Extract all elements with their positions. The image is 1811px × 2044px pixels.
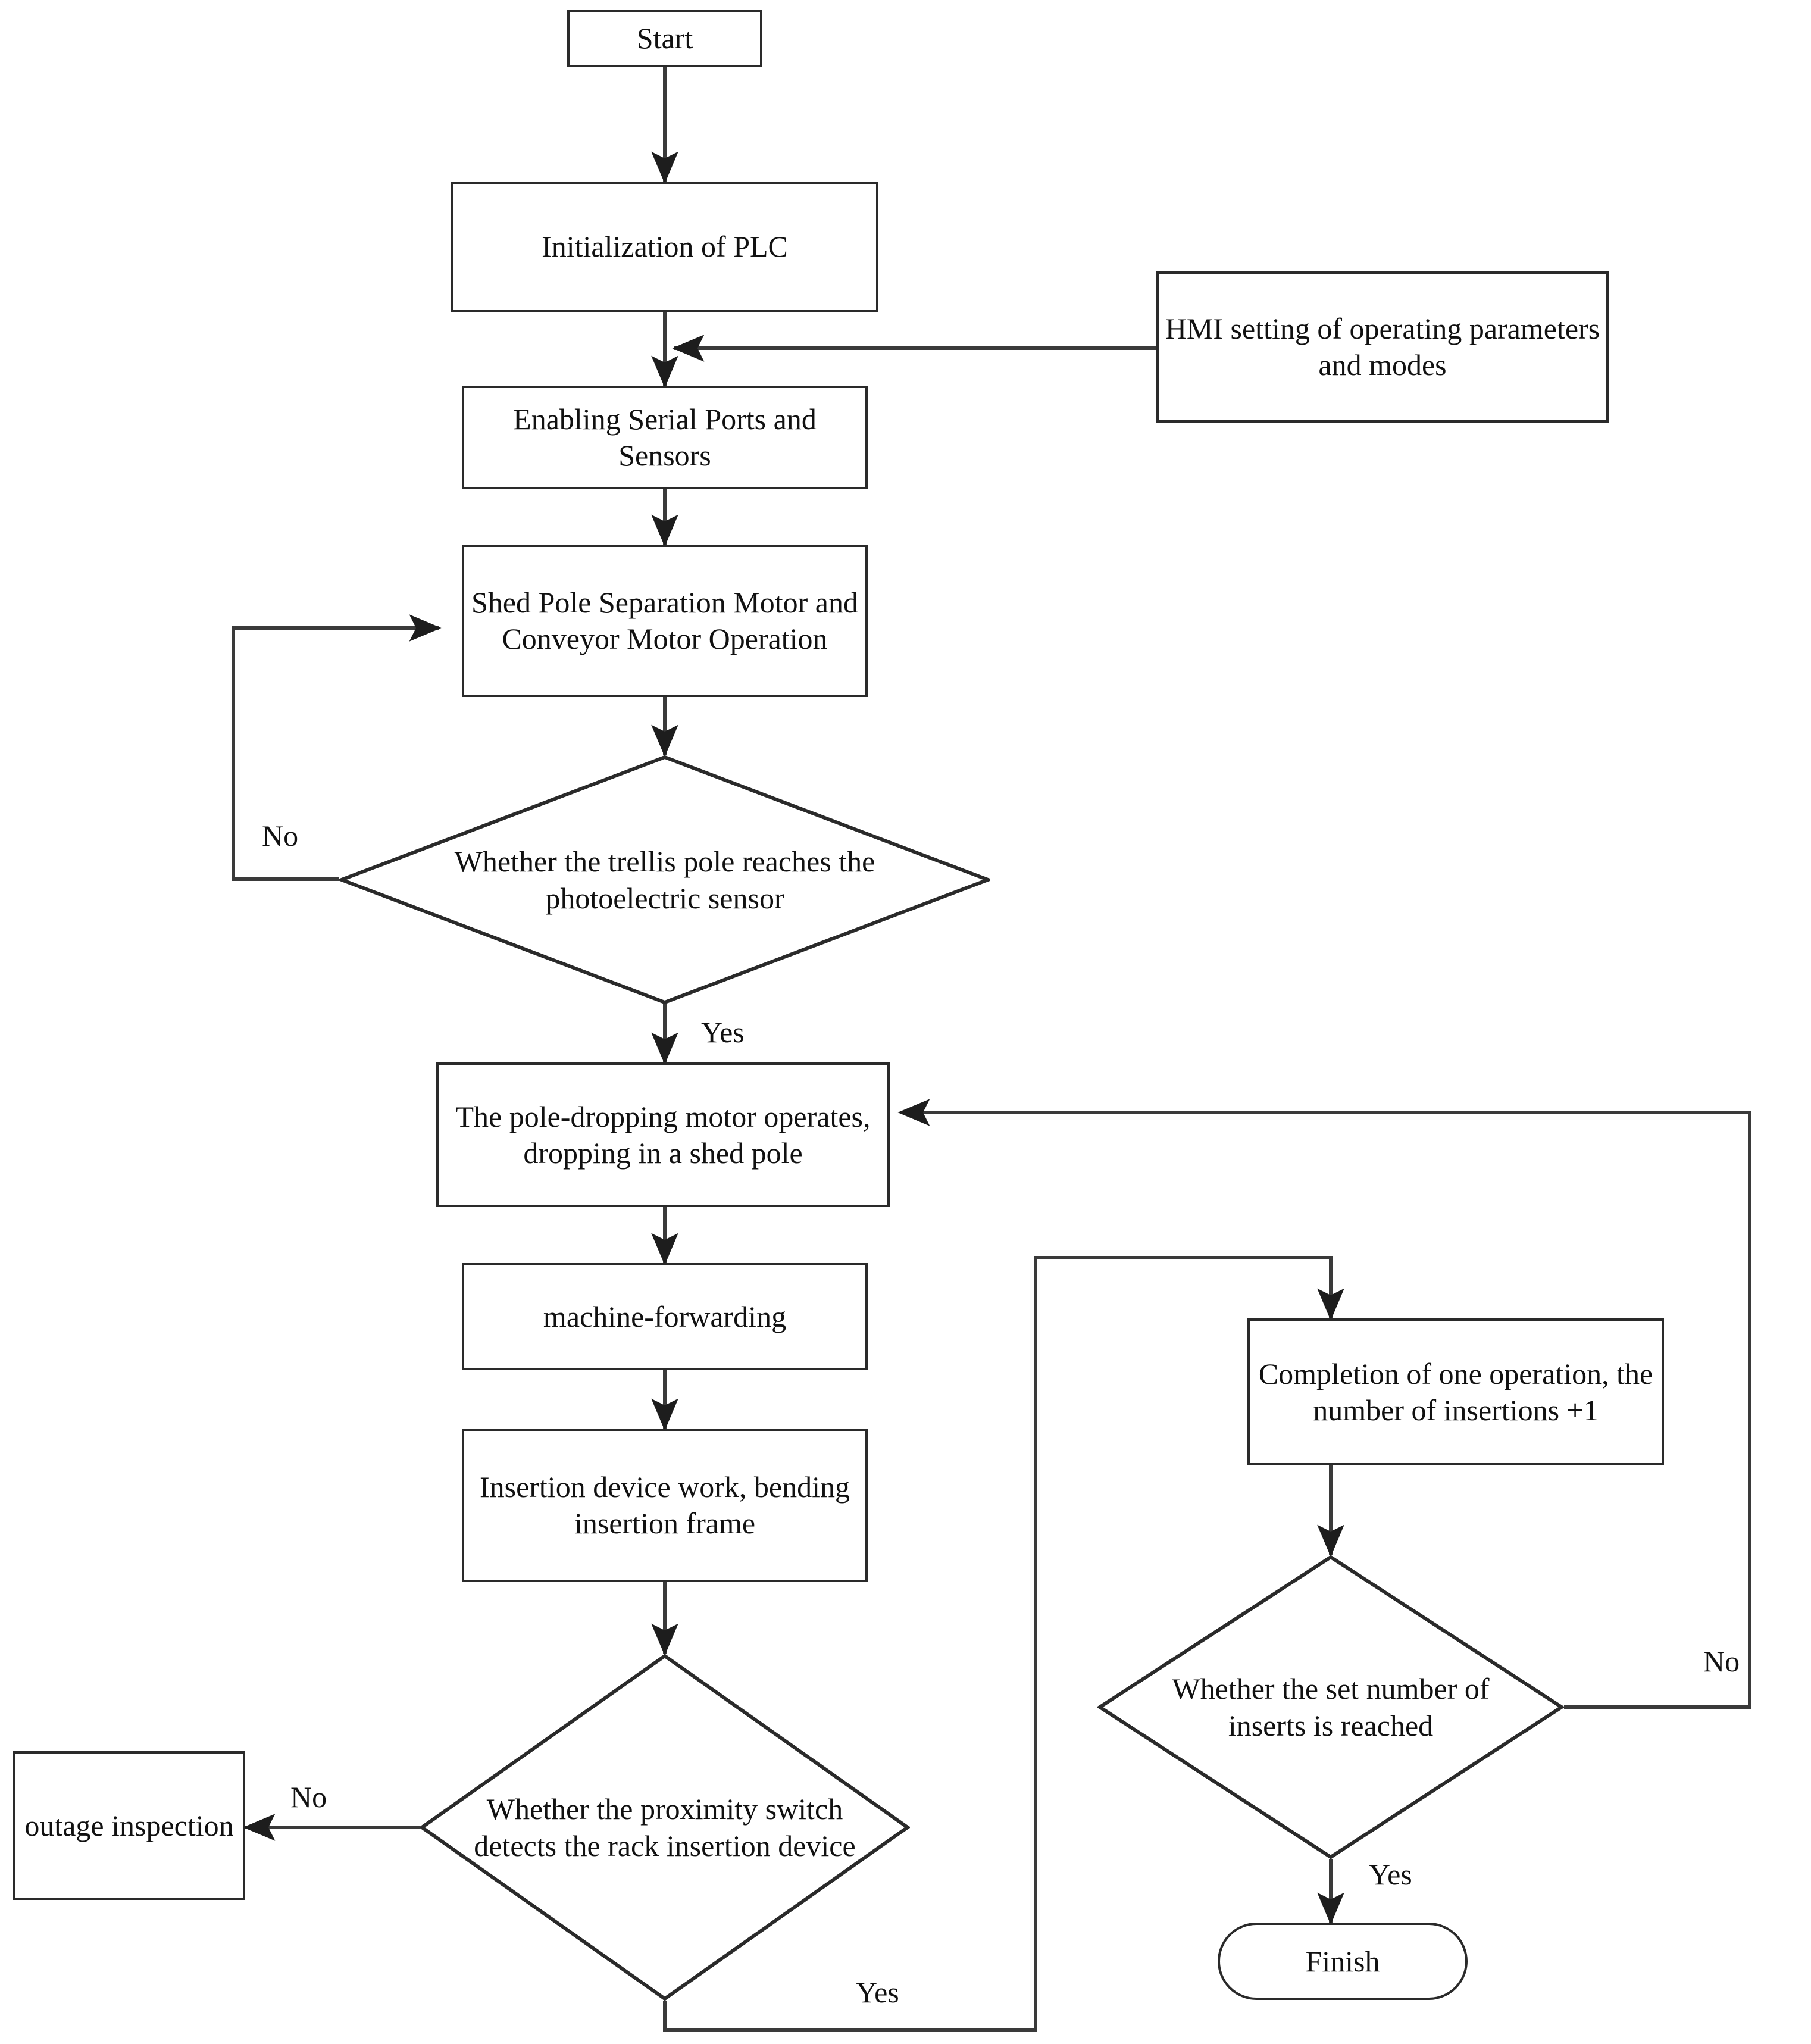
edge-deccount-no-loop xyxy=(897,1099,1751,1709)
node-decision-insert-count[interactable]: Whether the set number of inserts is rea… xyxy=(1097,1555,1564,1859)
node-completion-of-one-operation[interactable]: Completion of one operation, the number … xyxy=(1247,1318,1664,1465)
node-finish[interactable]: Finish xyxy=(1218,1923,1468,2000)
edge-decproximity-yes-to-completion xyxy=(663,1256,1344,2032)
node-start[interactable]: Start xyxy=(567,10,762,67)
node-decision-trellis-pole-label: Whether the trellis pole reaches the pho… xyxy=(454,844,875,915)
edge-label-trellis-yes: Yes xyxy=(701,1015,745,1049)
node-outage-inspection-label: outage inspection xyxy=(24,1808,234,1842)
node-hmi-setting[interactable]: HMI setting of operating parameters and … xyxy=(1156,271,1609,423)
node-insertion-device-work-label: Insertion device work, bending insertion… xyxy=(479,1470,850,1540)
node-decision-insert-count-label: Whether the set number of inserts is rea… xyxy=(1172,1671,1490,1743)
node-machine-forwarding[interactable]: machine-forwarding xyxy=(462,1263,868,1370)
diamond-shape-proximity xyxy=(420,1654,910,2001)
node-hmi-setting-label: HMI setting of operating parameters and … xyxy=(1165,312,1600,382)
node-shed-pole-separation-motor-label: Shed Pole Separation Motor and Conveyor … xyxy=(471,586,858,655)
node-pole-dropping-motor[interactable]: The pole-dropping motor operates, droppi… xyxy=(436,1062,890,1207)
node-decision-proximity-switch-label: Whether the proximity switch detects the… xyxy=(474,1792,856,1863)
node-pole-dropping-motor-label: The pole-dropping motor operates, droppi… xyxy=(455,1099,871,1170)
node-enabling-serial-ports-label: Enabling Serial Ports and Sensors xyxy=(513,402,817,472)
edge-label-proximity-yes: Yes xyxy=(856,1976,899,2009)
node-enabling-serial-ports[interactable]: Enabling Serial Ports and Sensors xyxy=(462,386,868,489)
node-initialization-of-plc[interactable]: Initialization of PLC xyxy=(451,182,878,312)
edge-label-count-no: No xyxy=(1703,1645,1740,1678)
edge-dectrellis-no-loop xyxy=(232,614,442,881)
node-initialization-of-plc-label: Initialization of PLC xyxy=(542,230,788,263)
diamond-shape-count xyxy=(1097,1555,1564,1859)
node-decision-proximity-switch[interactable]: Whether the proximity switch detects the… xyxy=(420,1654,910,2001)
node-finish-label: Finish xyxy=(1305,1944,1380,1978)
node-decision-trellis-pole[interactable]: Whether the trellis pole reaches the pho… xyxy=(339,755,990,1005)
edge-label-proximity-no: No xyxy=(290,1780,327,1814)
node-completion-of-one-operation-label: Completion of one operation, the number … xyxy=(1258,1357,1653,1427)
node-insertion-device-work[interactable]: Insertion device work, bending insertion… xyxy=(462,1429,868,1582)
edge-label-trellis-no: No xyxy=(262,819,299,852)
diamond-shape-trellis xyxy=(339,755,990,1005)
node-start-label: Start xyxy=(636,21,693,55)
edge-label-count-yes: Yes xyxy=(1369,1858,1412,1891)
node-outage-inspection[interactable]: outage inspection xyxy=(13,1751,245,1900)
node-machine-forwarding-label: machine-forwarding xyxy=(543,1299,787,1333)
node-shed-pole-separation-motor[interactable]: Shed Pole Separation Motor and Conveyor … xyxy=(462,545,868,697)
